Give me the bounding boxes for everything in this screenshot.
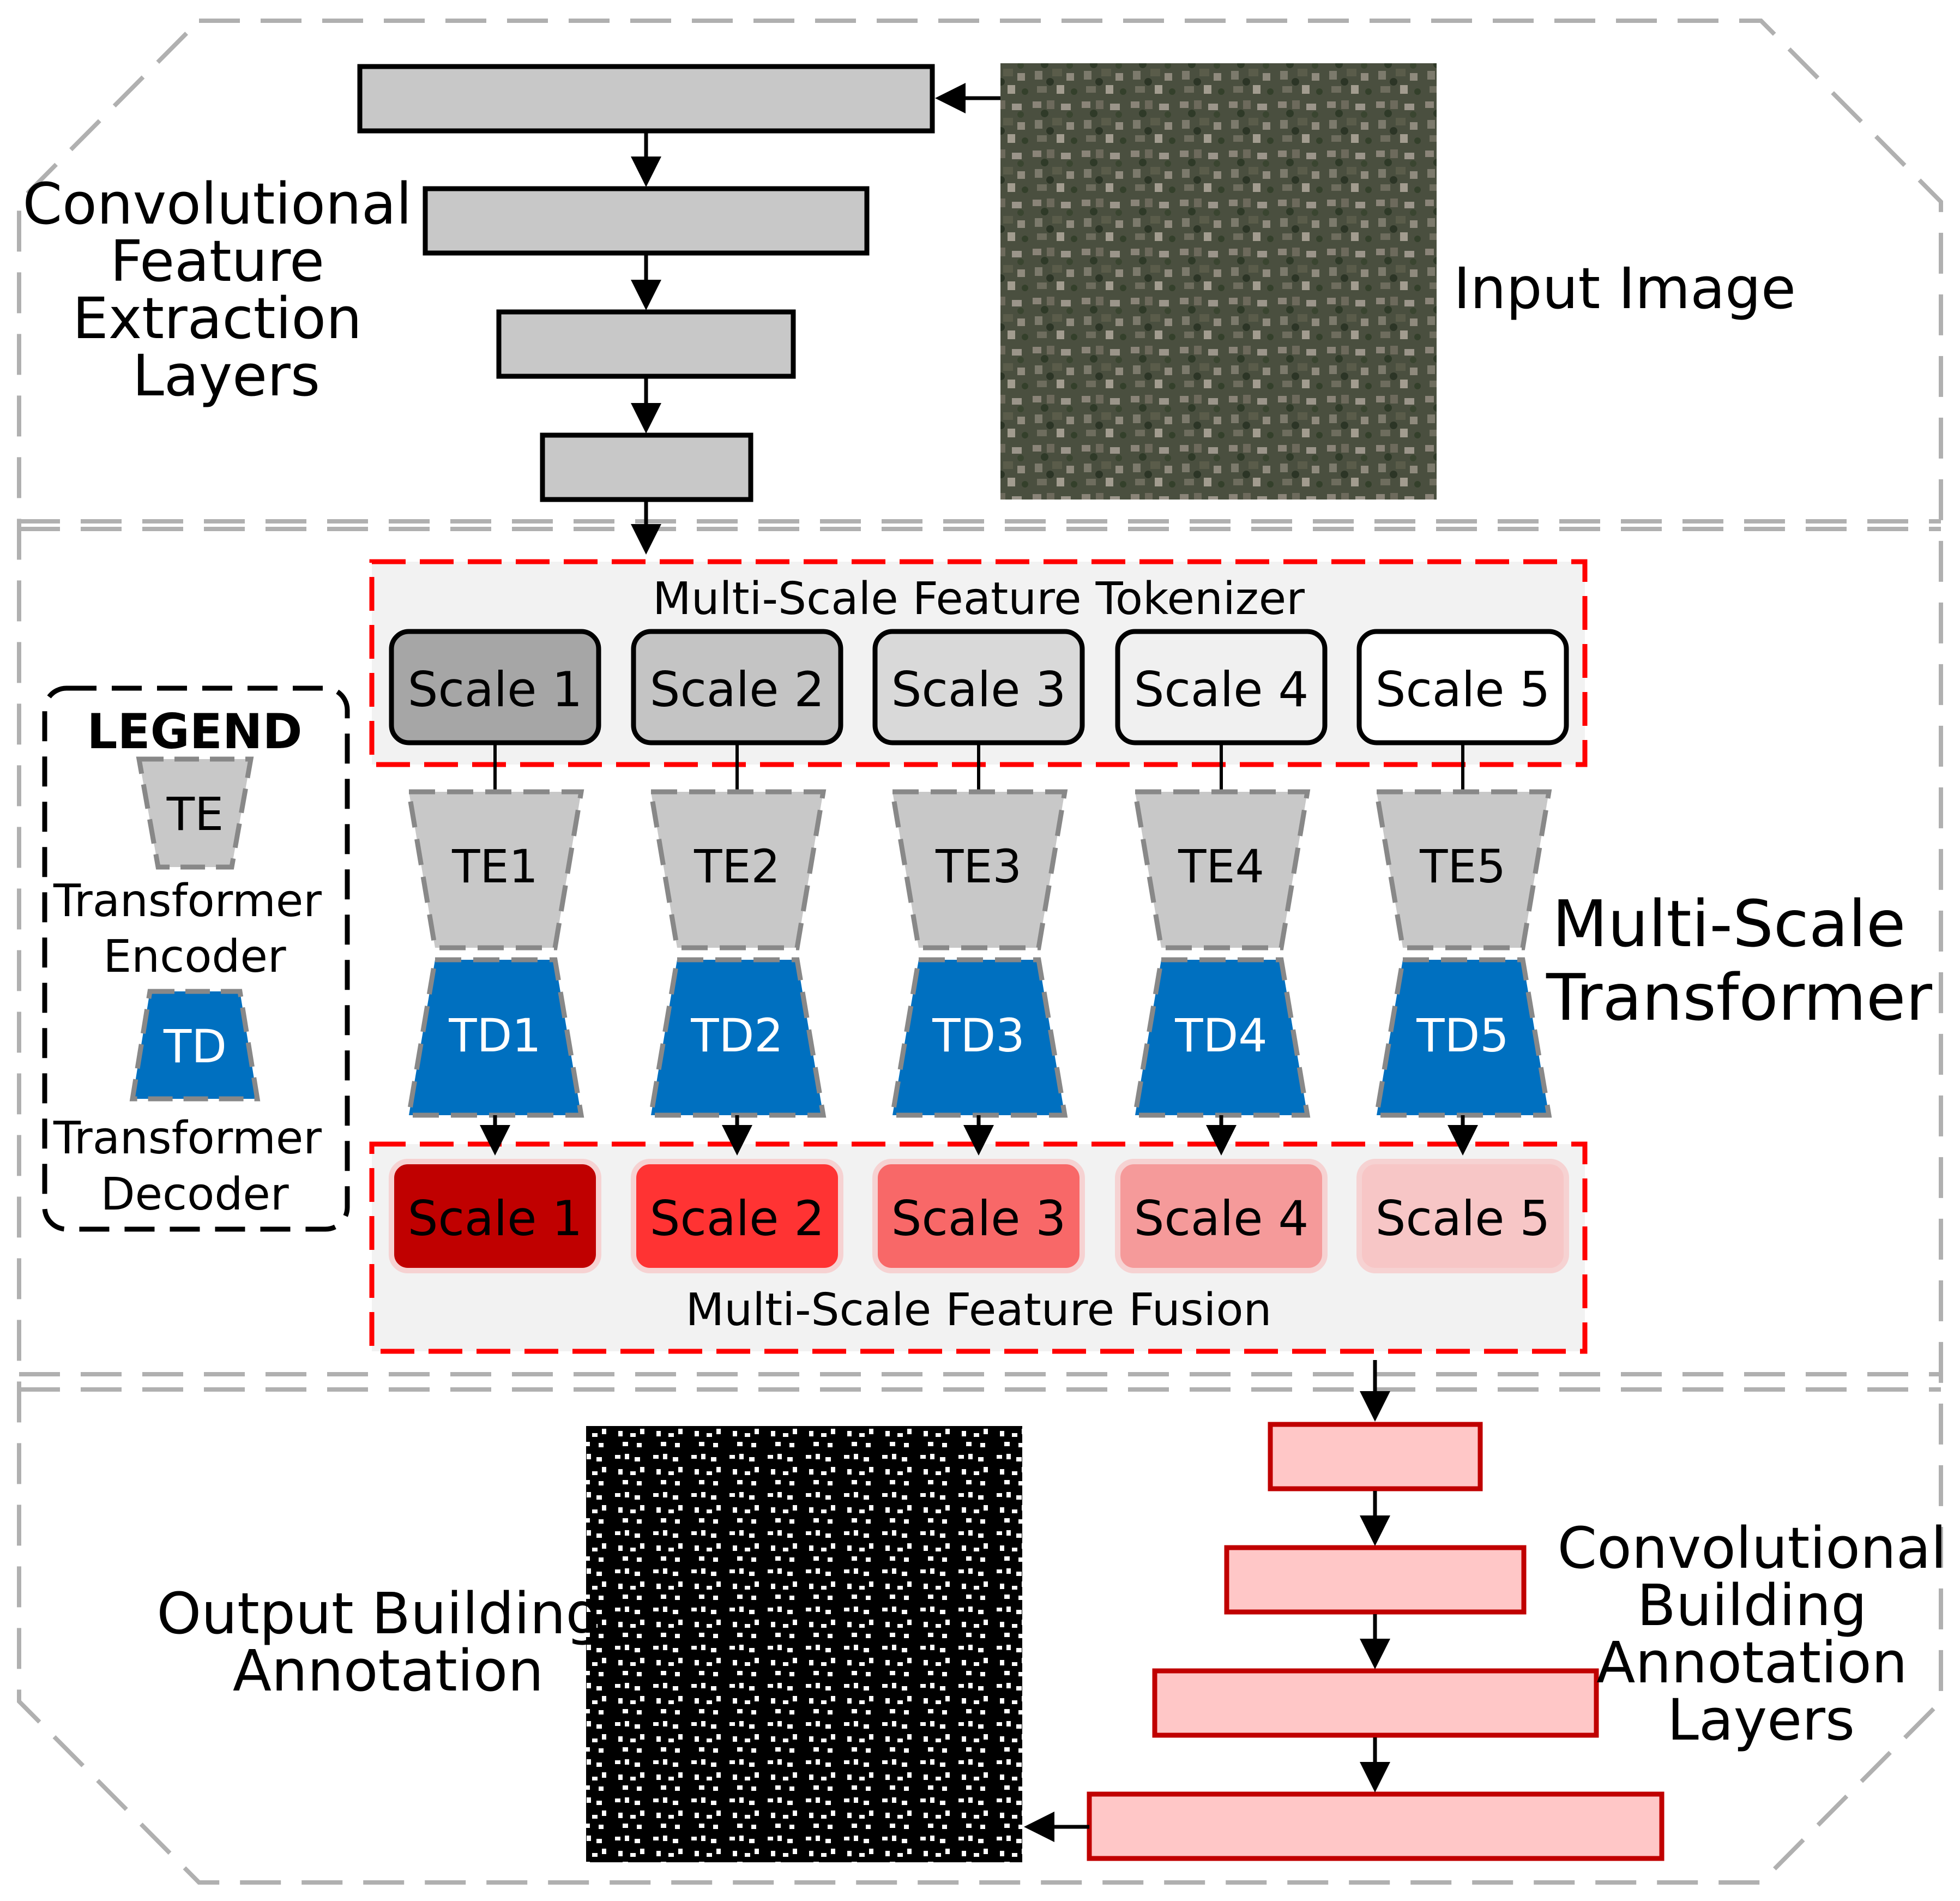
encoder-te1-label: TE1 [451, 840, 538, 893]
encoder-te4 [1132, 789, 1311, 950]
conv-extraction-title-line-1: Convolutional [22, 171, 412, 237]
mst-title-line-2: Transformer [1546, 960, 1933, 1035]
legend-te-desc-line-2: Encoder [103, 931, 286, 983]
encoder-te1 [406, 789, 584, 950]
legend: LEGEND TE Transformer Encoder TD Transfo… [42, 685, 350, 1232]
encoder-te2 [648, 789, 827, 950]
fusion-label: Multi-Scale Feature Fusion [686, 1284, 1272, 1336]
conv-extraction-title-line-3: Extraction [73, 285, 362, 352]
tokenizer-scale-4-label: Scale 4 [1134, 661, 1309, 718]
decoder-td3 [889, 957, 1068, 1118]
tokenizer-scale-2-label: Scale 2 [650, 661, 825, 718]
tokenizer-scale-1-label: Scale 1 [408, 661, 583, 718]
mst-title-line-1: Multi-Scale [1552, 886, 1905, 961]
fusion-scale-3-label: Scale 3 [891, 1190, 1066, 1247]
legend-td-desc: Transformer Decoder [53, 1112, 336, 1220]
output-label-line-1: Output Building [156, 1580, 601, 1647]
tokenizer-scale-4-box [1115, 629, 1328, 745]
annotation-layer-2 [1224, 1545, 1527, 1615]
input-image [1000, 63, 1437, 500]
fusion-scale-5-box [1356, 1159, 1569, 1273]
decoder-td1-label: TD1 [448, 1009, 541, 1062]
conv-layer-1 [357, 64, 935, 134]
decoder-td3-label: TD3 [932, 1009, 1024, 1062]
decoder-td4 [1132, 957, 1311, 1118]
conv-layer-4 [540, 432, 753, 502]
tokenizer-scale-3-label: Scale 3 [891, 661, 1066, 718]
legend-td-desc-line-1: Transformer [53, 1112, 322, 1164]
decoder-td1 [406, 957, 584, 1118]
conv-feature-extraction-stack [357, 64, 935, 555]
annotation-layer-4 [1087, 1791, 1665, 1861]
fusion-scale-5-label: Scale 5 [1376, 1190, 1551, 1247]
legend-te-short: TE [166, 787, 224, 841]
fusion-scale-4-label: Scale 4 [1134, 1190, 1309, 1247]
output-mask-image [586, 1426, 1022, 1862]
output-annotation-label: Output Building Annotation [156, 1580, 619, 1704]
conv-extraction-title: Convolutional Feature Extraction Layers [22, 171, 430, 409]
conv-annotation-title-line-4: Layers [1667, 1687, 1855, 1753]
legend-td-short: TD [163, 1020, 227, 1073]
fusion-scale-4-box [1115, 1159, 1328, 1273]
tokenizer-scale-5-label: Scale 5 [1376, 661, 1551, 718]
legend-title: LEGEND [87, 703, 302, 760]
encoder-te3-label: TE3 [935, 840, 1022, 893]
legend-te-shape [136, 756, 254, 870]
conv-extraction-title-line-4: Layers [132, 342, 320, 409]
conv-annotation-title-line-1: Convolutional [1557, 1515, 1946, 1581]
fusion-scale-1-box [389, 1159, 601, 1273]
decoder-td5 [1373, 957, 1552, 1118]
legend-box [42, 685, 350, 1232]
conv-annotation-title: Convolutional Building Annotation Layers [1557, 1515, 1960, 1753]
legend-te-desc-line-1: Transformer [53, 875, 322, 927]
multi-scale-transformer-title: Multi-Scale Transformer [1546, 886, 1933, 1035]
encoder-te2-label: TE2 [693, 840, 780, 893]
legend-td-desc-line-2: Decoder [100, 1169, 288, 1220]
fusion-scale-2-box [631, 1159, 843, 1273]
tokenizer-scale-2-box [631, 629, 843, 745]
input-image-label: Input Image [1454, 255, 1796, 322]
decoder-td4-label: TD4 [1174, 1009, 1267, 1062]
conv-layer-2 [423, 186, 870, 256]
encoder-te5 [1373, 789, 1552, 950]
annotation-layer-3 [1152, 1668, 1599, 1738]
conv-layer-3 [496, 309, 796, 379]
fusion-scale-2-label: Scale 2 [650, 1190, 825, 1247]
encoder-te5-label: TE5 [1419, 840, 1506, 893]
tokenizer-scale-1-box [389, 629, 601, 745]
tokenizer-scale-5-box [1356, 629, 1569, 745]
fusion-scale-1-label: Scale 1 [408, 1190, 583, 1247]
fusion-scale-3-box [872, 1159, 1085, 1273]
legend-td-shape [129, 989, 261, 1102]
decoder-td5-label: TD5 [1416, 1009, 1509, 1062]
conv-annotation-title-line-2: Building [1637, 1572, 1867, 1639]
output-label-line-2: Annotation [233, 1638, 544, 1704]
conv-annotation-title-line-3: Annotation [1596, 1629, 1907, 1696]
conv-annotation-stack [1087, 1422, 1665, 1861]
tokenizer-label: Multi-Scale Feature Tokenizer [653, 573, 1305, 625]
legend-te-desc: Transformer Encoder [53, 875, 336, 983]
decoder-td2-label: TD2 [690, 1009, 783, 1062]
encoder-te4-label: TE4 [1178, 840, 1264, 893]
tokenizer-scale-3-box [872, 629, 1085, 745]
annotation-layer-1 [1268, 1422, 1483, 1491]
decoder-td2 [648, 957, 827, 1118]
encoder-te3 [889, 789, 1068, 950]
conv-extraction-title-line-2: Feature [110, 228, 324, 294]
